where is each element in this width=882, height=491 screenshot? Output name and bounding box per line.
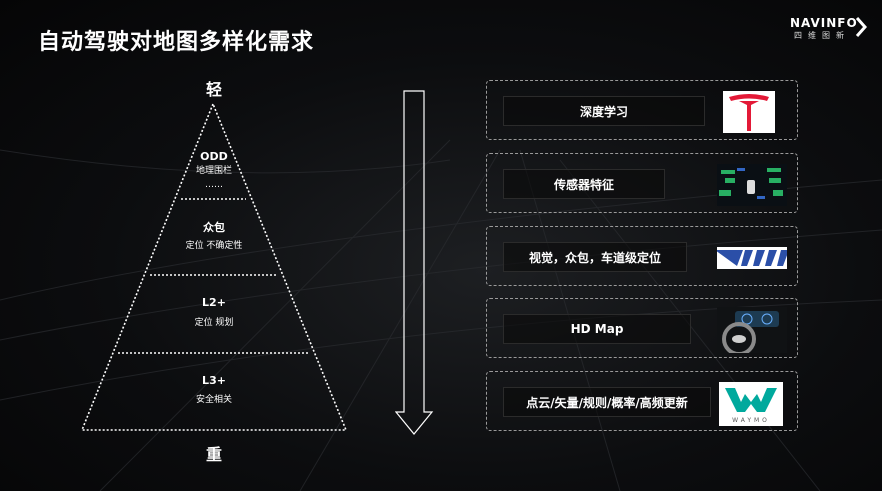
pyramid-level-odd: ODD 地理围栏 ……	[196, 150, 232, 192]
sensor-visualization-icon	[717, 160, 787, 208]
level-line: 地理围栏	[196, 164, 232, 178]
level-line: 安全相关	[196, 393, 232, 407]
level-line: 定位 不确定性	[186, 239, 243, 253]
level-line: ……	[196, 178, 232, 192]
card-label: 视觉，众包，车道级定位	[503, 242, 687, 272]
level-title: L3+	[196, 374, 232, 388]
card-label: 深度学习	[503, 96, 705, 126]
card-label: 点云/矢量/规则/概率/高频更新	[503, 387, 711, 417]
feature-card: 视觉，众包，车道级定位	[486, 226, 798, 286]
heavy-label: 重	[206, 441, 222, 465]
level-title: 众包	[186, 221, 243, 235]
light-label: 轻	[206, 76, 222, 100]
feature-card: 传感器特征	[486, 153, 798, 213]
pyramid-level-l3plus: L3+ 安全相关	[196, 374, 232, 407]
mobileye-logo-icon	[717, 233, 787, 281]
steering-wheel-dashboard-icon	[717, 305, 787, 353]
tesla-logo-icon	[717, 87, 787, 135]
feature-card: 深度学习	[486, 80, 798, 140]
waymo-logo-icon: WAYMO	[717, 378, 787, 426]
pyramid-level-l2plus: L2+ 定位 规划	[195, 296, 234, 330]
pyramid-level-crowdsource: 众包 定位 不确定性	[186, 221, 243, 253]
card-label: 传感器特征	[503, 169, 665, 199]
down-arrow-icon	[395, 90, 435, 436]
level-line: 定位 规划	[195, 316, 234, 330]
level-title: L2+	[195, 296, 234, 310]
level-title: ODD	[196, 150, 232, 164]
feature-card: HD Map	[486, 298, 798, 358]
waymo-wordmark: WAYMO	[732, 417, 770, 424]
feature-card: 点云/矢量/规则/概率/高频更新 WAYMO	[486, 371, 798, 431]
card-label: HD Map	[503, 314, 691, 344]
